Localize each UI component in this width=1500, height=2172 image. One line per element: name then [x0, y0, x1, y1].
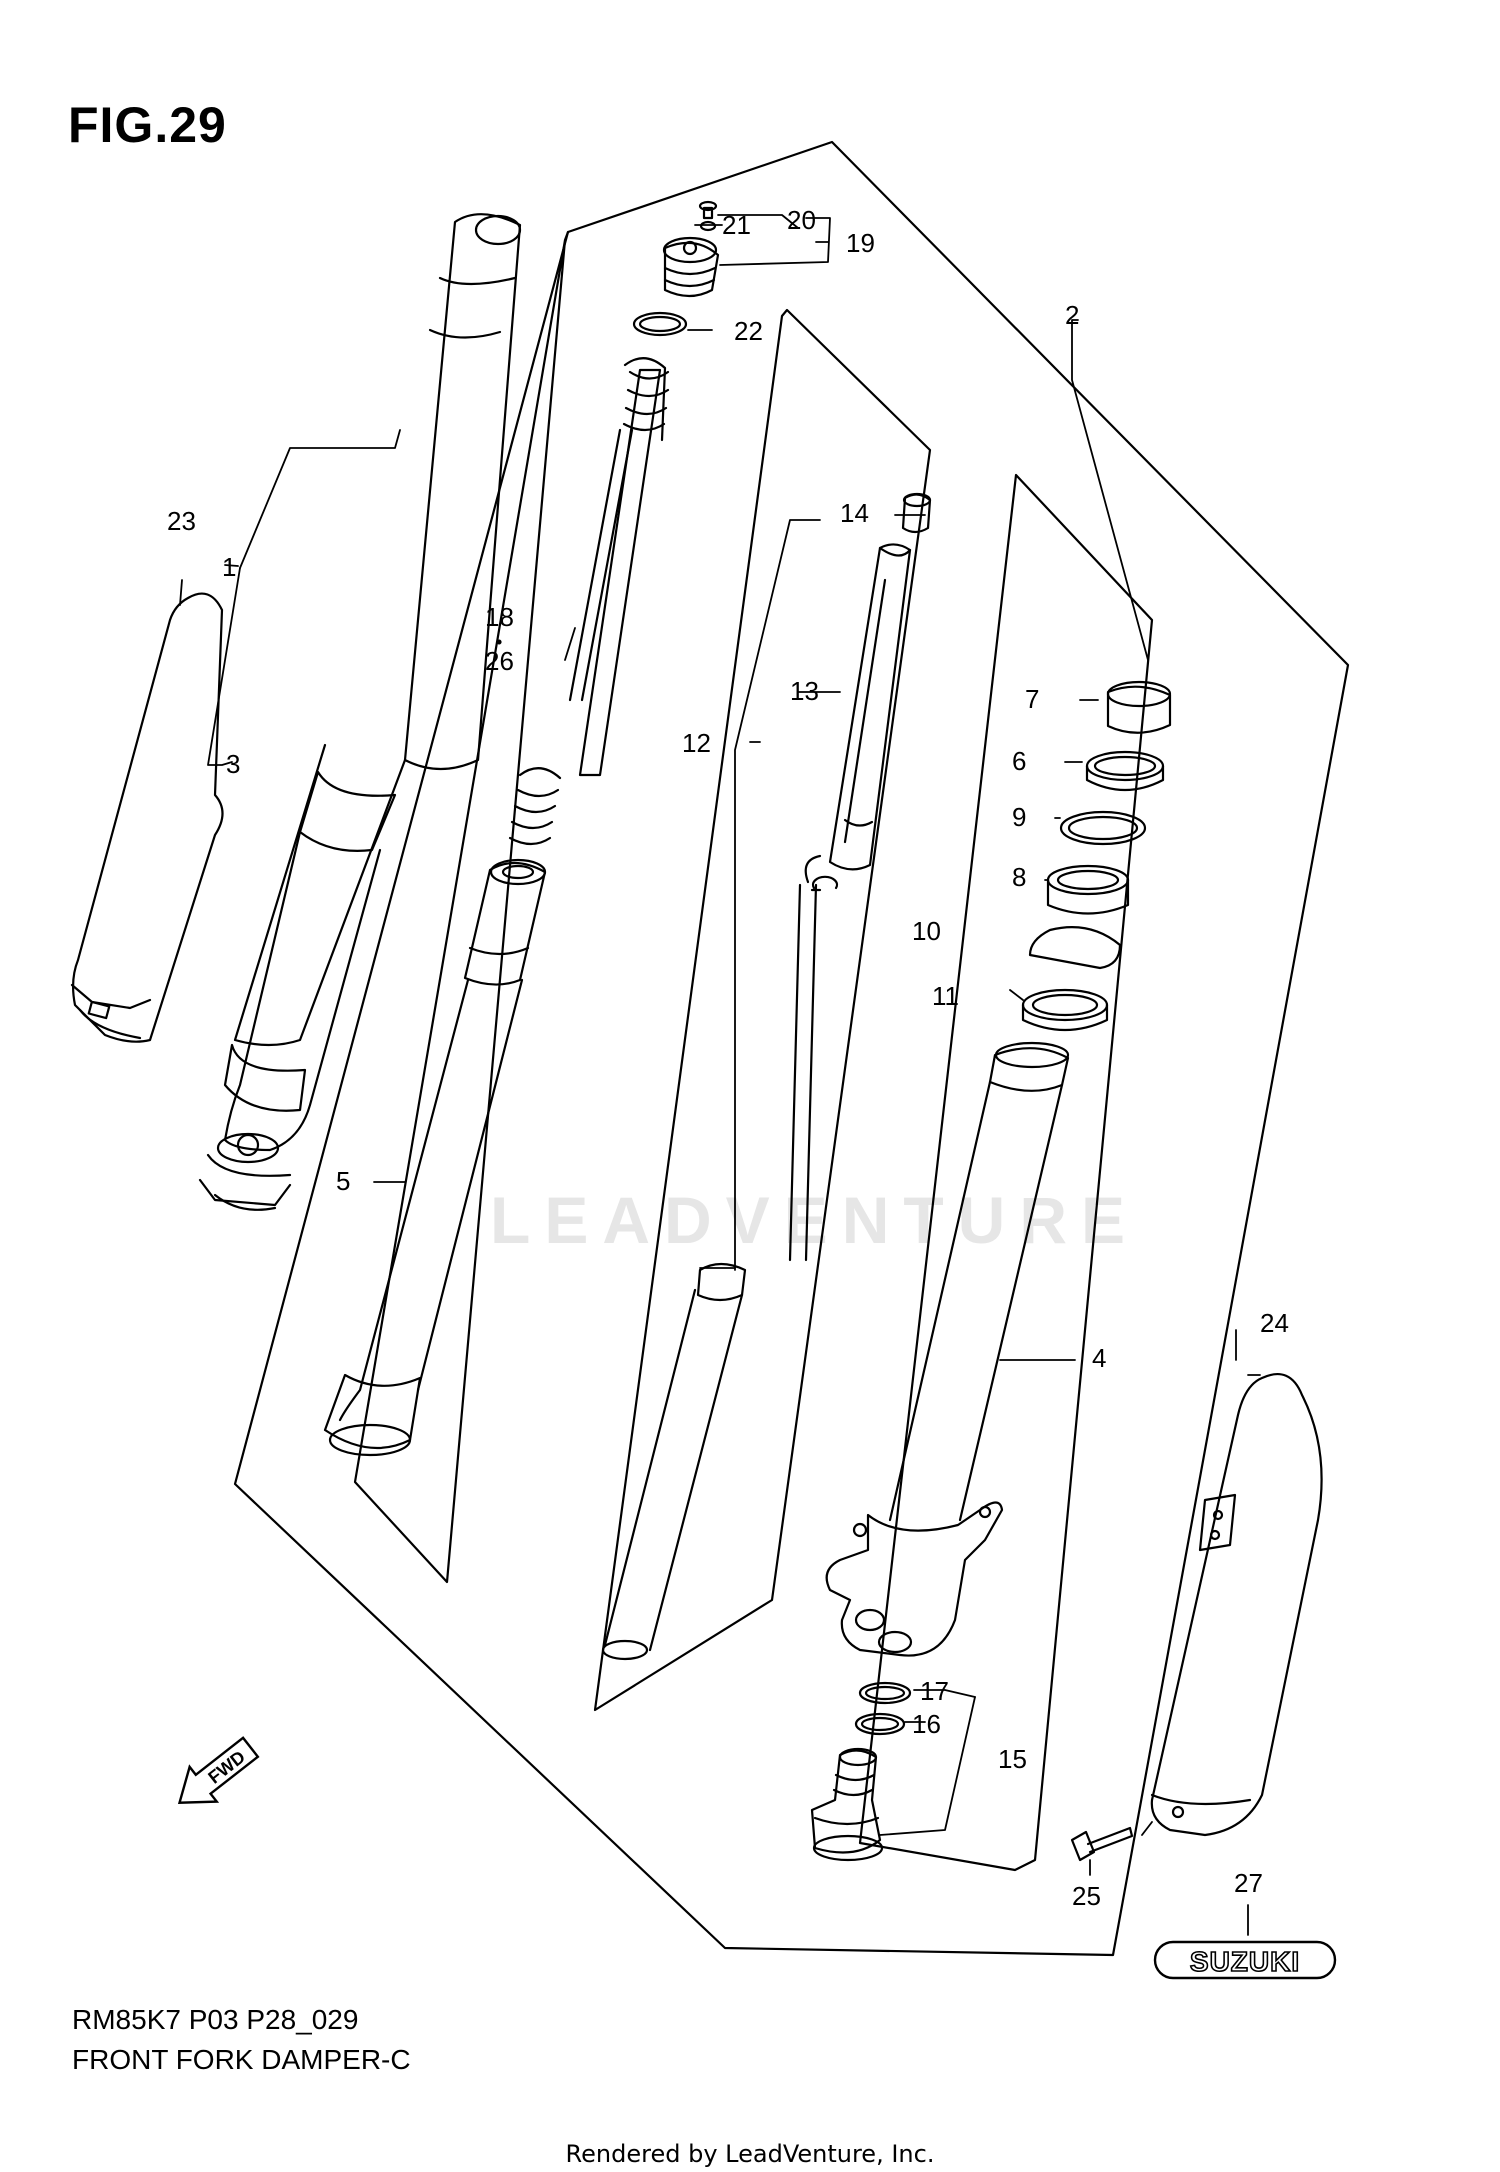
- callout-24: 24: [1260, 1308, 1289, 1338]
- model-code: RM85K7 P03 P28_029: [72, 2004, 359, 2035]
- callout-labels: 1 2 3 4 5 6 7 8 9 10 11 12 13 14 15 16 1…: [167, 205, 1289, 1911]
- callout-9: 9: [1012, 802, 1026, 832]
- callout-2: 2: [1065, 300, 1079, 330]
- part-15-base-valve: [810, 1747, 884, 1862]
- figure-title: FIG.29: [68, 97, 227, 153]
- part-9-washer: [1059, 810, 1147, 846]
- callout-6: 6: [1012, 746, 1026, 776]
- callout-16: 16: [912, 1709, 941, 1739]
- callout-1: 1: [222, 552, 236, 582]
- part-7-slide-bushing: [1106, 680, 1172, 734]
- part-12-damper-rod-inner: [601, 854, 839, 1661]
- part-16-o-ring: [854, 1712, 906, 1736]
- leader-lines: [179, 214, 1261, 1936]
- callout-19: 19: [846, 228, 875, 258]
- fwd-arrow-icon: FWD: [177, 1736, 260, 1804]
- callout-22: 22: [734, 316, 763, 346]
- callout-20: 20: [787, 205, 816, 235]
- callout-14: 14: [840, 498, 869, 528]
- callout-5: 5: [336, 1166, 350, 1196]
- suzuki-emblem-icon: SUZUKI: [1153, 1940, 1337, 1980]
- callout-11: 11: [932, 981, 959, 1011]
- callout-3: 3: [226, 749, 240, 779]
- part-13-cartridge-tube: [828, 543, 912, 871]
- part-21-washer: [699, 220, 717, 232]
- callout-18-26-separator: •: [496, 632, 502, 652]
- group-outline-outer-tube: [858, 473, 1154, 1872]
- callout-21: 21: [722, 210, 751, 240]
- figure-name: FRONT FORK DAMPER-C: [72, 2044, 411, 2075]
- callout-27: 27: [1234, 1868, 1263, 1898]
- suzuki-label: SUZUKI: [1190, 1946, 1300, 1977]
- callout-23: 23: [167, 506, 196, 536]
- callout-25: 25: [1072, 1881, 1101, 1911]
- callout-18: 18: [485, 602, 514, 632]
- part-5-inner-tube: [323, 858, 547, 1457]
- callout-8: 8: [1012, 862, 1026, 892]
- callout-13: 13: [790, 676, 819, 706]
- callout-17: 17: [920, 1676, 949, 1706]
- part-20-bolt: [698, 200, 718, 220]
- part-22-o-ring: [632, 311, 688, 337]
- callout-15: 15: [998, 1744, 1027, 1774]
- render-credit: Rendered by LeadVenture, Inc.: [565, 2140, 935, 2168]
- part-23-fork-guard-left: [70, 592, 224, 1043]
- part-19-cap-bolt: [662, 236, 720, 298]
- part-10-stopper-ring: [1028, 926, 1122, 970]
- callout-4: 4: [1092, 1343, 1106, 1373]
- part-17-o-ring: [858, 1681, 912, 1705]
- part-24-fork-guard-right: [1150, 1373, 1323, 1837]
- part-11-dust-seal: [1021, 988, 1109, 1032]
- part-6-guide-bushing: [1085, 750, 1165, 792]
- callout-12: 12: [682, 728, 711, 758]
- callout-10: 10: [912, 916, 941, 946]
- part-8-oil-seal: [1046, 864, 1130, 915]
- part-14-bushing: [901, 492, 932, 534]
- assembly-outline-2: [233, 140, 1350, 1957]
- part-1-outer-tube: [198, 213, 522, 1211]
- group-outline-inner: [353, 230, 570, 1584]
- callout-7: 7: [1025, 684, 1039, 714]
- callout-26: 26: [485, 646, 514, 676]
- part-25-bolt: [1070, 1826, 1134, 1862]
- part-4-outer-tube: [825, 1041, 1070, 1657]
- part-18-damper-rod: [508, 357, 670, 846]
- group-outline-cartridge: [593, 308, 932, 1712]
